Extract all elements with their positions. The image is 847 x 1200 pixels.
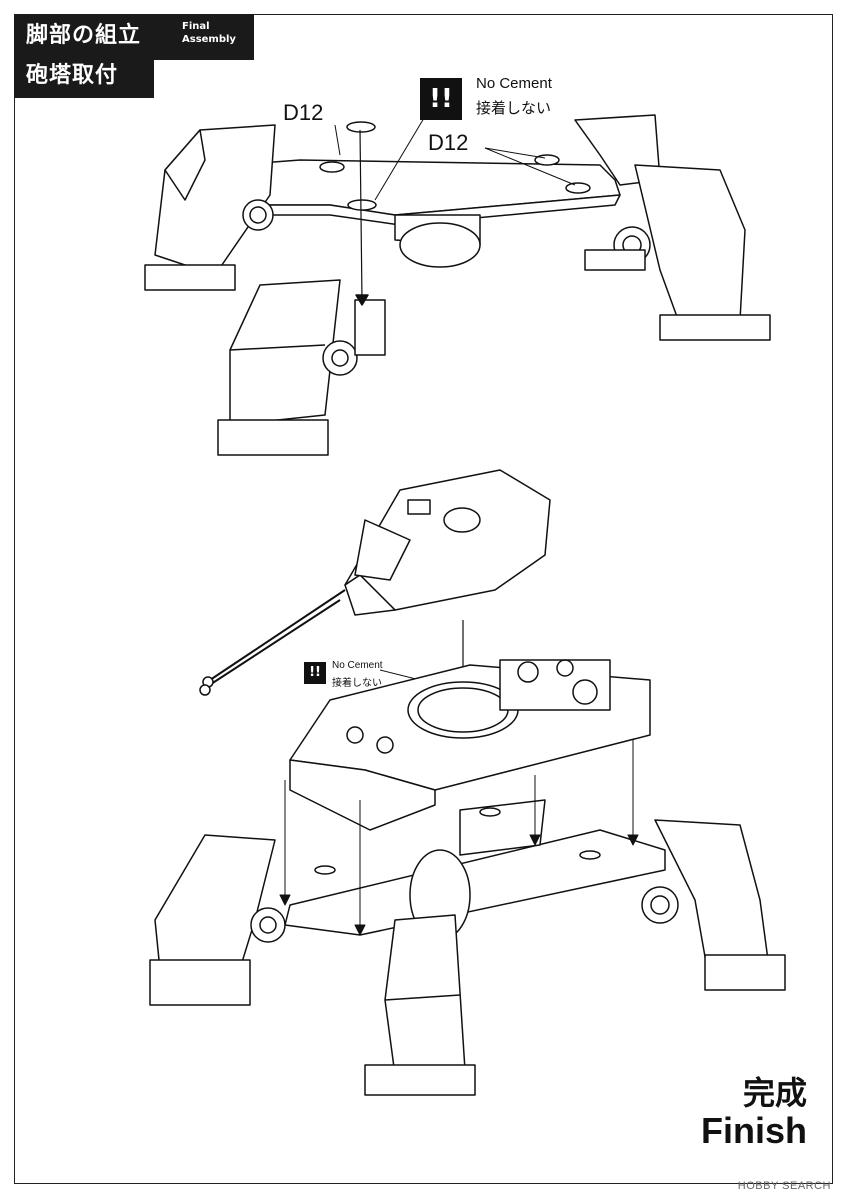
upper-chassis (234, 121, 621, 268)
finish-label-en: Finish (701, 1110, 807, 1151)
finish-label-jp: 完成 (742, 1075, 807, 1111)
no-cement-warning-icon: !! (420, 78, 462, 120)
part-label-d12-right: D12 (428, 130, 469, 155)
leg-top-right (574, 114, 771, 341)
no-cement-label-jp-small: 接着しない (332, 678, 382, 689)
section-title-english: Final Assembly (182, 21, 236, 45)
leg-bottom-left (149, 834, 286, 1006)
leg-bottom-front (364, 914, 476, 1096)
watermark: HOBBY SEARCH (737, 1180, 831, 1192)
hull-upper (289, 659, 651, 831)
section-title-box: 脚部の組立 Final Assembly (14, 14, 254, 60)
hull-lower (284, 799, 666, 941)
no-cement-label-en: No Cement (476, 75, 552, 92)
turret (199, 469, 551, 696)
leg-top-front (217, 279, 386, 456)
leg-bottom-right (641, 819, 786, 991)
page-border (14, 14, 833, 1184)
section-title-line1: 脚部の組立 (26, 23, 142, 48)
no-cement-warning-icon-small: !! (304, 662, 326, 684)
no-cement-label-jp: 接着しない (476, 100, 552, 117)
section-subtitle-box: 砲塔取付 (14, 56, 154, 98)
assembly-arrows (279, 740, 639, 936)
part-label-d12-left: D12 (283, 100, 324, 125)
leg-top-left (144, 124, 276, 291)
section-title-line2: 砲塔取付 (26, 63, 119, 88)
no-cement-label-en-small: No Cement (332, 660, 383, 671)
